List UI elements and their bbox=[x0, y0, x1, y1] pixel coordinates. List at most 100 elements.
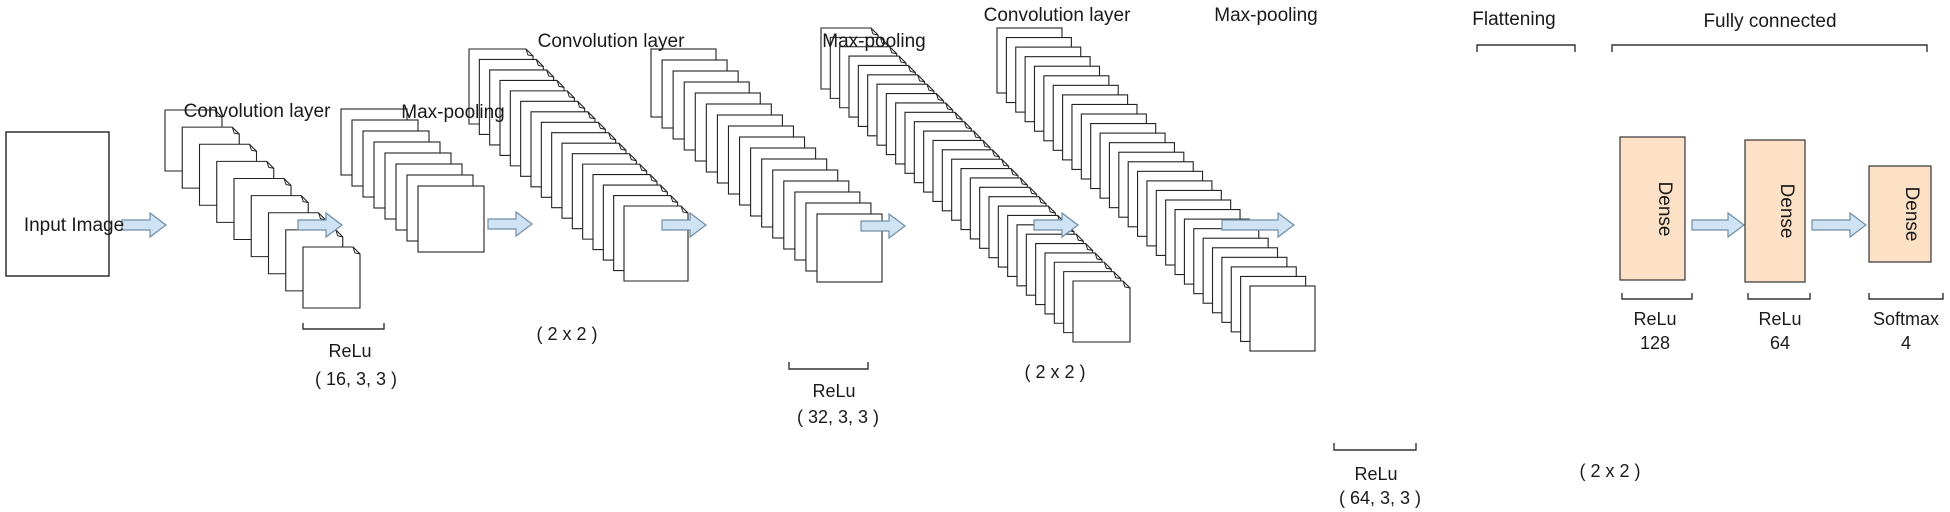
dense-128-bracket bbox=[1621, 293, 1693, 300]
feature-map-fold-4-9 bbox=[954, 112, 963, 120]
pool3-title: Max-pooling bbox=[1214, 5, 1318, 26]
feature-map-fold-2-15 bbox=[680, 205, 689, 214]
dense-64-label: Dense bbox=[1776, 184, 1797, 239]
conv3-bracket bbox=[1333, 443, 1417, 451]
pool1-feature-maps bbox=[340, 108, 485, 253]
feature-map-fold-4-15 bbox=[1010, 168, 1019, 177]
dense-64-units: 64 bbox=[1770, 333, 1790, 353]
feature-map-fold-2-1 bbox=[535, 59, 544, 67]
feature-map-fold-4-16 bbox=[1019, 177, 1028, 186]
feature-map-fold-4-12 bbox=[982, 140, 991, 148]
feature-map-0-8 bbox=[302, 246, 361, 309]
feature-map-fold-2-8 bbox=[608, 132, 616, 141]
pool3-params: ( 2 x 2 ) bbox=[1579, 461, 1640, 481]
feature-map-fold-4-26 bbox=[1113, 271, 1121, 280]
feature-map-fold-4-1 bbox=[879, 37, 888, 45]
feature-map-fold-4-18 bbox=[1038, 196, 1047, 205]
fully-connected-bracket bbox=[1611, 44, 1928, 52]
conv3-title: Convolution layer bbox=[984, 5, 1131, 26]
feature-map-fold-4-10 bbox=[963, 121, 972, 130]
pool1-title: Max-pooling bbox=[401, 102, 505, 123]
flow-arrow-1 bbox=[121, 211, 167, 239]
feature-map-fold-4-3 bbox=[898, 55, 907, 64]
feature-map-fold-4-14 bbox=[1001, 159, 1009, 167]
feature-map-fold-4-19 bbox=[1047, 205, 1056, 214]
feature-map-fold-4-17 bbox=[1029, 187, 1037, 195]
conv1-bracket bbox=[302, 323, 385, 330]
flow-arrow-7 bbox=[1221, 211, 1295, 239]
flow-arrow-2 bbox=[297, 211, 343, 239]
conv2-feature-maps bbox=[468, 48, 689, 282]
feature-map-fold-0-8 bbox=[352, 246, 361, 255]
feature-map-fold-4-24 bbox=[1094, 252, 1103, 261]
feature-map-fold-4-25 bbox=[1103, 262, 1112, 270]
conv1-title: Convolution layer bbox=[184, 101, 331, 122]
input-image-box bbox=[5, 131, 110, 277]
conv1-params: ( 16, 3, 3 ) bbox=[315, 369, 397, 389]
feature-map-fold-2-7 bbox=[597, 122, 606, 130]
feature-map-fold-2-2 bbox=[546, 69, 554, 78]
pool2-feature-maps bbox=[650, 48, 883, 283]
feature-map-fold-4-5 bbox=[917, 74, 925, 83]
flattening-bracket bbox=[1476, 44, 1576, 52]
feature-map-fold-0-1 bbox=[231, 126, 240, 135]
feature-map-4-27 bbox=[1072, 280, 1131, 343]
feature-map-fold-2-10 bbox=[628, 153, 637, 162]
feature-map-fold-2-12 bbox=[649, 174, 658, 183]
feature-map-1-7 bbox=[417, 185, 485, 253]
feature-map-fold-0-7 bbox=[335, 229, 343, 238]
feature-map-fold-4-27 bbox=[1122, 280, 1131, 289]
flattening-title: Flattening bbox=[1472, 9, 1555, 30]
flow-arrow-5 bbox=[860, 212, 906, 240]
input-image-label: Input Image bbox=[24, 215, 124, 236]
flow-arrow-3 bbox=[487, 210, 533, 238]
dense-4-label: Dense bbox=[1901, 187, 1922, 242]
feature-map-fold-4-2 bbox=[889, 46, 897, 55]
feature-map-fold-2-0 bbox=[525, 48, 534, 57]
flow-arrow-9 bbox=[1811, 211, 1867, 239]
feature-map-fold-2-14 bbox=[670, 195, 678, 204]
feature-map-fold-0-4 bbox=[283, 178, 292, 186]
dense-128-activation: ReLu bbox=[1633, 309, 1676, 329]
conv1-feature-maps bbox=[164, 109, 361, 309]
feature-map-fold-4-23 bbox=[1085, 243, 1093, 252]
dense-128-units: 128 bbox=[1640, 333, 1670, 353]
feature-map-fold-0-0 bbox=[214, 109, 223, 118]
feature-map-fold-2-13 bbox=[659, 184, 668, 193]
dense-64-bracket bbox=[1747, 293, 1811, 300]
dense-4-box bbox=[1868, 165, 1932, 263]
feature-map-fold-4-0 bbox=[870, 27, 879, 36]
dense-4-units: 4 bbox=[1901, 333, 1911, 353]
feature-map-fold-2-6 bbox=[587, 111, 596, 120]
feature-map-2-15 bbox=[623, 205, 689, 282]
flow-arrow-8 bbox=[1691, 211, 1745, 239]
fully-connected-title: Fully connected bbox=[1703, 11, 1836, 32]
feature-map-fold-2-9 bbox=[618, 143, 627, 151]
conv2-title: Convolution layer bbox=[538, 31, 685, 52]
dense-64-activation: ReLu bbox=[1758, 309, 1801, 329]
dense-128-label: Dense bbox=[1654, 182, 1675, 237]
flow-arrows bbox=[121, 210, 1867, 240]
pool1-params: ( 2 x 2 ) bbox=[536, 324, 597, 344]
feature-map-fold-4-8 bbox=[945, 102, 953, 111]
feature-map-fold-4-4 bbox=[907, 65, 916, 73]
conv1-activation: ReLu bbox=[328, 341, 371, 361]
flow-arrow-6 bbox=[1033, 211, 1079, 239]
pool2-params: ( 2 x 2 ) bbox=[1024, 362, 1085, 382]
feature-map-fold-4-13 bbox=[991, 149, 1000, 158]
pool3-feature-maps bbox=[996, 27, 1316, 352]
feature-map-fold-2-11 bbox=[639, 163, 647, 172]
flow-arrow-4 bbox=[661, 211, 707, 239]
conv2-bracket bbox=[788, 362, 869, 370]
feature-map-fold-4-22 bbox=[1075, 233, 1084, 242]
conv2-activation: ReLu bbox=[812, 381, 855, 401]
dense-64-box bbox=[1744, 139, 1806, 283]
conv3-params: ( 64, 3, 3 ) bbox=[1339, 488, 1421, 508]
dense-128-box bbox=[1619, 136, 1686, 281]
feature-map-fold-2-4 bbox=[566, 90, 575, 99]
dense-4-activation: Softmax bbox=[1873, 309, 1939, 329]
conv2-params: ( 32, 3, 3 ) bbox=[797, 407, 879, 427]
feature-map-fold-0-3 bbox=[266, 161, 274, 169]
